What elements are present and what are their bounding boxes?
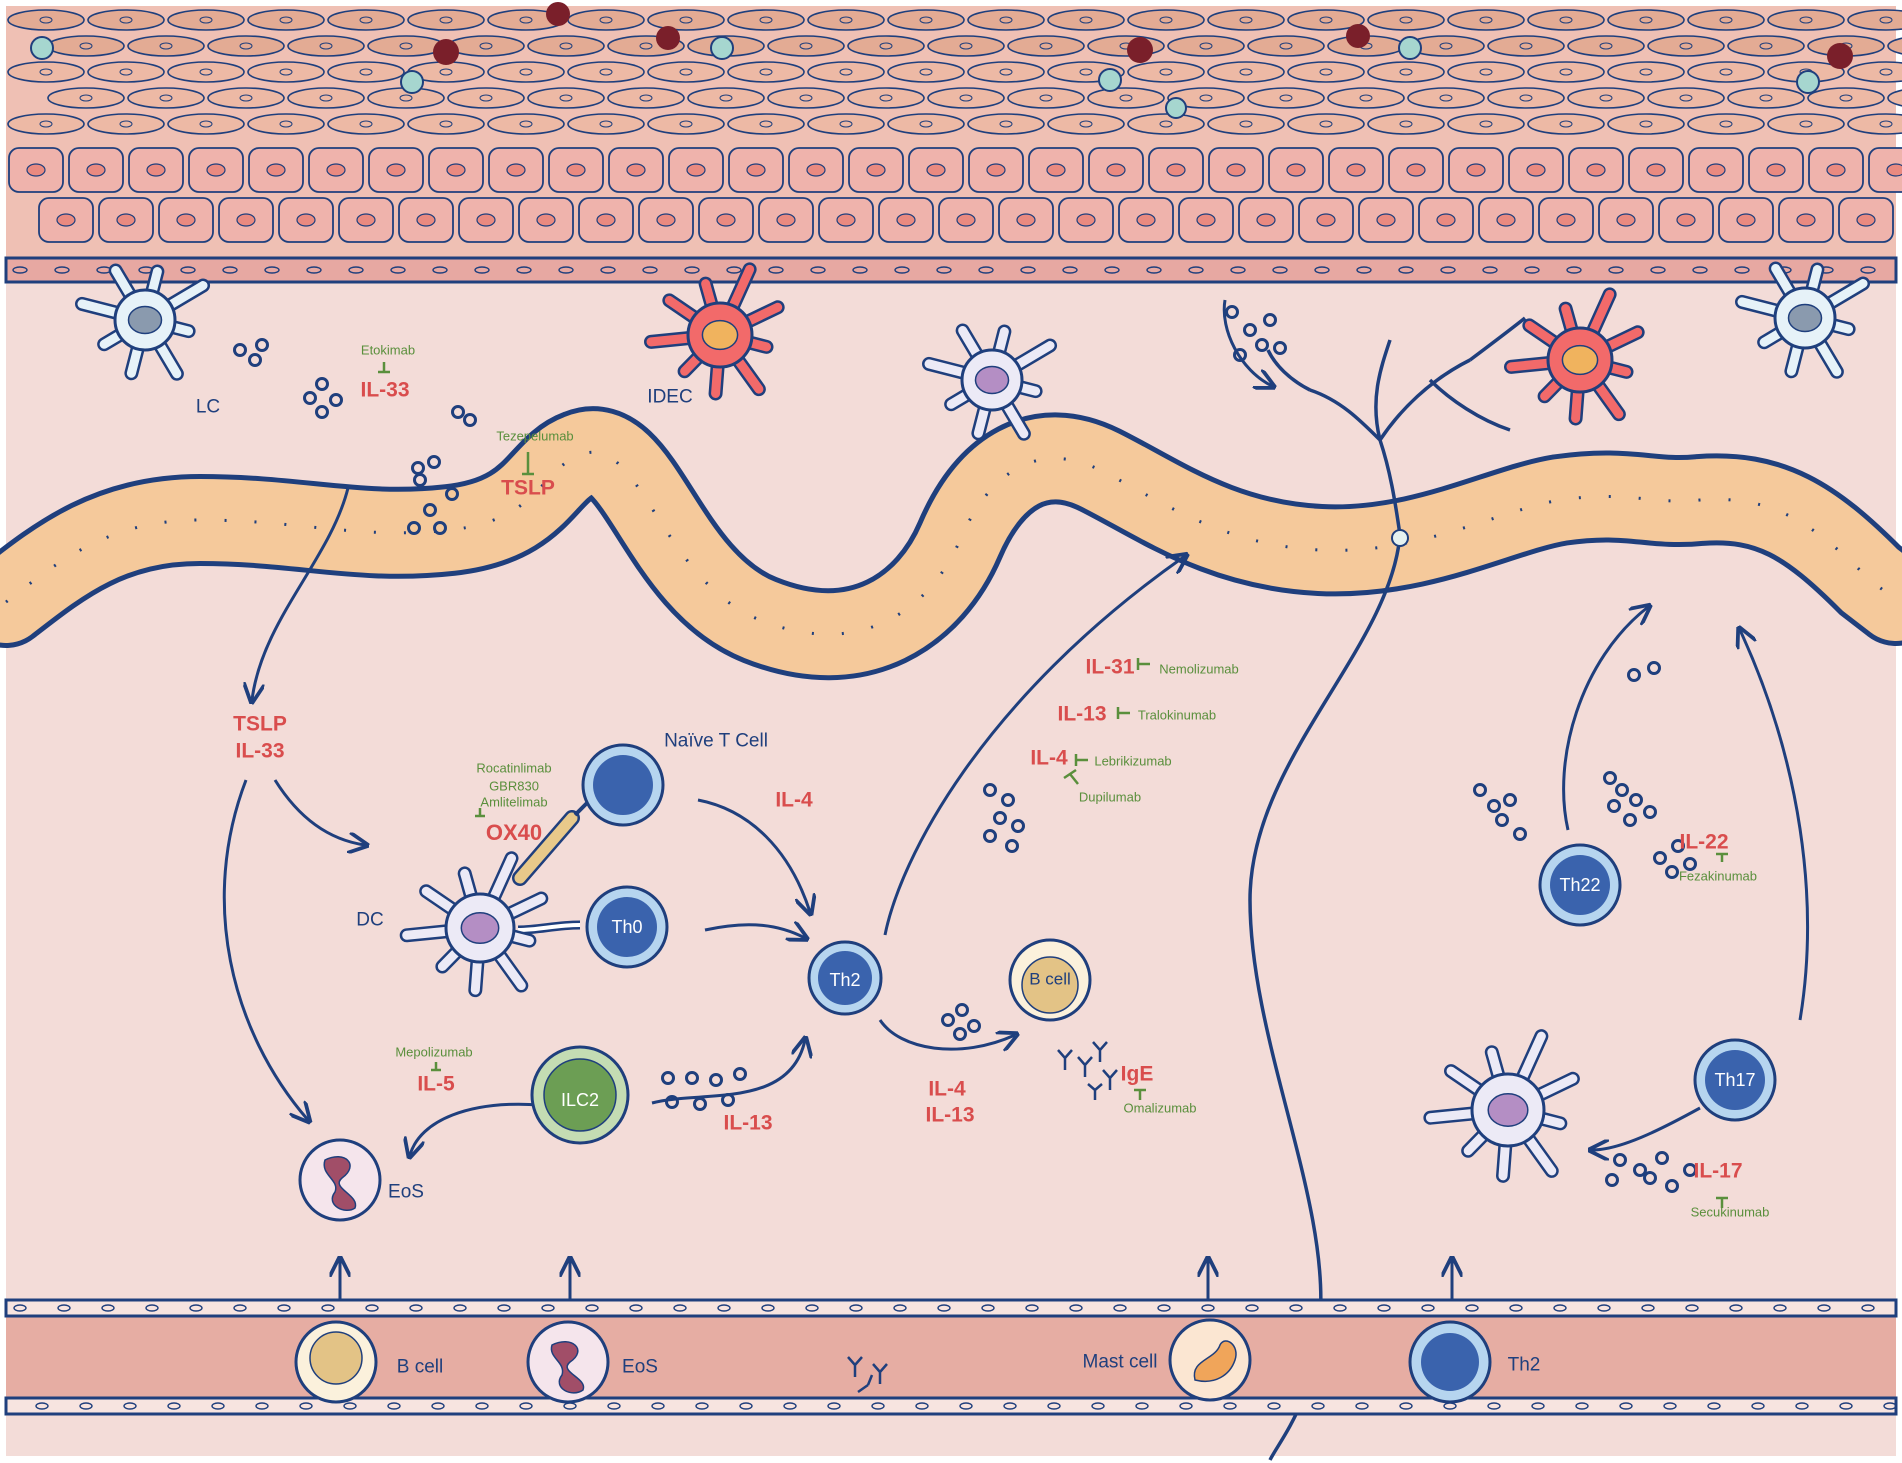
gbr830-label: GBR830 bbox=[489, 778, 539, 794]
ox40-ligand bbox=[512, 798, 592, 935]
cytokine-particles bbox=[233, 305, 1697, 1193]
il22-label: IL-22 bbox=[1679, 830, 1729, 854]
tezepelumab-label: Tezepelumab bbox=[496, 428, 574, 444]
epidermis bbox=[4, 6, 1902, 284]
secukinumab-label: Secukinumab bbox=[1690, 1204, 1770, 1220]
b-cell bbox=[1008, 938, 1092, 1022]
dupilumab-label: Dupilumab bbox=[1078, 789, 1142, 805]
il13-ilc2-label: IL-13 bbox=[723, 1111, 773, 1135]
th17-cell bbox=[1693, 1038, 1777, 1122]
il31-label: IL-31 bbox=[1085, 655, 1135, 679]
ilc2-label: ILC2 bbox=[560, 1090, 600, 1110]
ige-antibodies bbox=[847, 1041, 1118, 1394]
ige-label: IgE bbox=[1120, 1062, 1154, 1086]
il33-top-label: IL-33 bbox=[360, 378, 410, 402]
eos-label: EoS bbox=[388, 1181, 424, 1203]
naive-t-cell bbox=[581, 743, 665, 827]
etokimab-label: Etokimab bbox=[360, 342, 416, 358]
th0-label: Th0 bbox=[611, 917, 643, 937]
th2-cell bbox=[807, 940, 883, 1016]
lebrikizumab-label: Lebrikizumab bbox=[1094, 753, 1172, 769]
il13-right-label: IL-13 bbox=[1057, 702, 1107, 726]
arrows bbox=[222, 299, 1809, 1300]
th0-cell bbox=[585, 885, 669, 969]
vessel-eosinophil bbox=[526, 1320, 610, 1404]
naive-t-cell-label: Naïve T Cell bbox=[664, 730, 768, 752]
th2-label: Th2 bbox=[829, 970, 861, 990]
il5-label: IL-5 bbox=[417, 1072, 455, 1096]
vessel-eos-label: EoS bbox=[622, 1356, 658, 1378]
il17-label: IL-17 bbox=[1693, 1159, 1743, 1183]
eosinophil bbox=[298, 1138, 382, 1222]
vessel-th2-label: Th2 bbox=[1507, 1354, 1541, 1376]
il4-right-label: IL-4 bbox=[1030, 746, 1068, 770]
rocatinlimab-label: Rocatinlimab bbox=[476, 760, 552, 776]
basal-cell-row bbox=[8, 147, 1902, 243]
th22-cell bbox=[1538, 843, 1622, 927]
nemolizumab-label: Nemolizumab bbox=[1159, 661, 1239, 677]
dc-label: DC bbox=[356, 909, 384, 931]
mepolizumab-label: Mepolizumab bbox=[395, 1044, 473, 1060]
tslp-top-label: TSLP bbox=[501, 476, 555, 500]
il13-th2-label: IL-13 bbox=[925, 1103, 975, 1127]
vessel-mast-cell bbox=[1168, 1318, 1252, 1402]
il4-th2-label: IL-4 bbox=[928, 1077, 966, 1101]
omalizumab-label: Omalizumab bbox=[1123, 1100, 1197, 1116]
fezakinumab-label: Fezakinumab bbox=[1678, 868, 1758, 884]
ox40-label: OX40 bbox=[485, 820, 543, 845]
endothelium bbox=[13, 1304, 1897, 1410]
gland-epithelium bbox=[0, 411, 1902, 676]
vessel-b-cell-label: B cell bbox=[396, 1356, 444, 1378]
il4-naive-label: IL-4 bbox=[775, 788, 813, 812]
lc-label: LC bbox=[195, 396, 221, 418]
b-cell-label: B cell bbox=[1029, 969, 1071, 989]
ilc2-cell bbox=[530, 1045, 630, 1145]
idec-label: IDEC bbox=[647, 386, 693, 408]
th22-label: Th22 bbox=[1559, 875, 1601, 895]
blood-vessel bbox=[4, 1298, 1898, 1416]
stratum-corneum bbox=[7, 9, 1902, 135]
tralokinumab-label: Tralokinumab bbox=[1137, 707, 1217, 723]
basement-membrane bbox=[12, 266, 1876, 274]
amlitelimab-label: Amlitelimab bbox=[480, 794, 548, 810]
inhibition-bars bbox=[378, 362, 1728, 1208]
vessel-th2-cell bbox=[1408, 1320, 1492, 1404]
vessel-b-cell bbox=[294, 1320, 378, 1404]
il33-left-label: IL-33 bbox=[235, 739, 285, 763]
tslp-left-label: TSLP bbox=[233, 712, 287, 736]
th17-label: Th17 bbox=[1714, 1070, 1756, 1090]
vessel-mast-cell-label: Mast cell bbox=[1082, 1351, 1158, 1373]
dendritic-cells bbox=[75, 261, 1871, 1183]
melanocyte-spots bbox=[30, 2, 1853, 119]
